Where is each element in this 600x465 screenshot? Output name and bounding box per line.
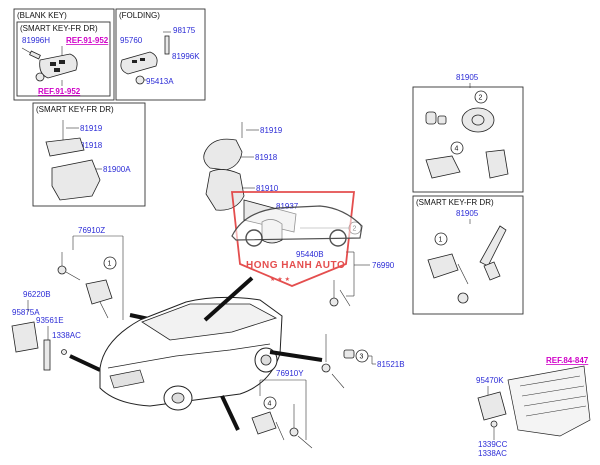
part-label-76990: 76990 — [372, 261, 395, 270]
blank-key-blade-icon — [21, 47, 41, 60]
tailgate-lock-group: 3 81521B — [321, 334, 405, 389]
smart-key-left-title: (SMART KEY-FR DR) — [36, 105, 114, 114]
part-label-81905-bottom: 81905 — [456, 209, 479, 218]
callout-circle-1-front — [103, 256, 117, 270]
folding-key-group: (FOLDING) 98175 95760 81996K 95413A — [115, 8, 206, 101]
blank-key-group: (BLANK KEY) (SMART KEY-FR DR) 81996H REF… — [13, 8, 115, 101]
folding-blade-icon — [163, 31, 171, 55]
ignition-cylinder-icon — [425, 107, 509, 179]
trunk-lock-group: 96220B 95875A 93561E 1338AC — [11, 290, 101, 372]
part-label-96220B: 96220B — [23, 290, 51, 299]
leader-line-rear — [220, 395, 240, 431]
folding-box — [115, 8, 206, 101]
ref-link-bottom[interactable]: REF.91-952 — [38, 87, 81, 96]
callout-circle-1-right — [434, 232, 448, 246]
trunk-bracket-icon — [43, 339, 51, 371]
watermark-logo: HONG HANH AUTO ★ ★ ★ — [230, 191, 363, 287]
right-bottom-group: (SMART KEY-FR DR) 81905 1 — [412, 195, 524, 315]
ref-link-top[interactable]: REF.91-952 — [66, 36, 109, 45]
part-label-93561E: 93561E — [36, 316, 64, 325]
part-label-95440B: 95440B — [296, 250, 324, 259]
part-label-81521B: 81521B — [377, 360, 405, 369]
smart-key-fob-icon — [39, 53, 78, 79]
smart-key-inner-title: (SMART KEY-FR DR) — [20, 24, 98, 33]
bolt-icon — [61, 349, 67, 355]
part-label-95760: 95760 — [120, 36, 143, 45]
vehicle-illustration — [99, 296, 283, 411]
part-label-1338AC: 1338AC — [52, 331, 81, 340]
part-label-81937: 81937 — [276, 202, 299, 211]
part-label-95413A: 95413A — [146, 77, 174, 86]
part-label-98175: 98175 — [173, 26, 196, 35]
immobilizer-module-icon — [477, 391, 507, 421]
immobilizer-group: REF.84-847 95470K 1339CC 1338AC — [476, 356, 591, 458]
key-ring-icon — [35, 72, 45, 82]
right-top-group: 81905 2 4 — [412, 73, 524, 193]
tailgate-key-icon — [321, 334, 355, 389]
callout-4-rear: 4 — [268, 401, 272, 408]
rear-door-key-icon — [251, 404, 313, 449]
part-label-81905-top: 81905 — [456, 73, 479, 82]
front-door-key-icon — [57, 252, 113, 319]
callout-circle-2-top — [474, 90, 488, 104]
callout-circle-4-rear — [263, 396, 277, 410]
callout-1-right: 1 — [439, 237, 443, 244]
part-label-95875A: 95875A — [12, 308, 40, 317]
folding-key-fob-icon — [120, 51, 158, 75]
right-top-box — [412, 86, 524, 193]
part-label-81910: 81910 — [256, 184, 279, 193]
part-label-95470K: 95470K — [476, 376, 504, 385]
smart-key-left-group: (SMART KEY-FR DR) 81919 81918 81900A — [32, 102, 146, 207]
part-label-1339CC: 1339CC — [478, 440, 508, 449]
leader-line-steering — [203, 276, 254, 322]
part-label-81996K: 81996K — [172, 52, 200, 61]
key-set-center-icon — [329, 280, 351, 307]
column-bracket-icon — [507, 365, 591, 437]
callout-2-top: 2 — [479, 95, 483, 102]
watermark-text: HONG HANH AUTO — [246, 260, 345, 271]
part-label-76910Z: 76910Z — [78, 226, 105, 235]
smart-key-left-box — [32, 102, 146, 207]
folding-title: (FOLDING) — [119, 11, 160, 20]
lock-body-icon — [51, 159, 101, 201]
part-label-81918-left: 81918 — [80, 141, 103, 150]
ref-link-84-847[interactable]: REF.84-847 — [546, 356, 589, 365]
right-bottom-box — [412, 195, 524, 315]
part-label-81918-center: 81918 — [255, 153, 278, 162]
immobilizer-bolt-icon — [490, 420, 498, 428]
part-label-81919-center: 81919 — [260, 126, 283, 135]
part-label-76910Y: 76910Y — [276, 369, 304, 378]
part-label-81900A: 81900A — [103, 165, 131, 174]
blank-key-title: (BLANK KEY) — [17, 11, 67, 20]
front-door-lock-group: 76910Z 1 — [57, 226, 173, 326]
right-bottom-title: (SMART KEY-FR DR) — [416, 198, 494, 207]
callout-1-front: 1 — [108, 261, 112, 268]
leader-line-tailgate — [269, 350, 323, 362]
part-label-81919-left: 81919 — [80, 124, 103, 133]
leader-line-trunk — [69, 354, 101, 372]
part-label-81996H: 81996H — [22, 36, 50, 45]
antenna-module-icon — [11, 321, 39, 353]
callout-circle-4-top — [450, 141, 464, 155]
rear-door-lock-group: 76910Y 4 — [251, 369, 313, 449]
watermark-stars: ★ ★ ★ — [270, 276, 290, 283]
blank-key-box — [13, 8, 115, 101]
callout-3: 3 — [360, 354, 364, 361]
callout-4-top: 4 — [455, 146, 459, 153]
part-label-1338AC-bottom: 1338AC — [478, 449, 507, 458]
smart-key-inner-box — [16, 21, 111, 97]
battery-icon — [135, 75, 145, 85]
door-cylinder-icon — [427, 225, 507, 304]
cover-ring-icon — [45, 137, 85, 157]
